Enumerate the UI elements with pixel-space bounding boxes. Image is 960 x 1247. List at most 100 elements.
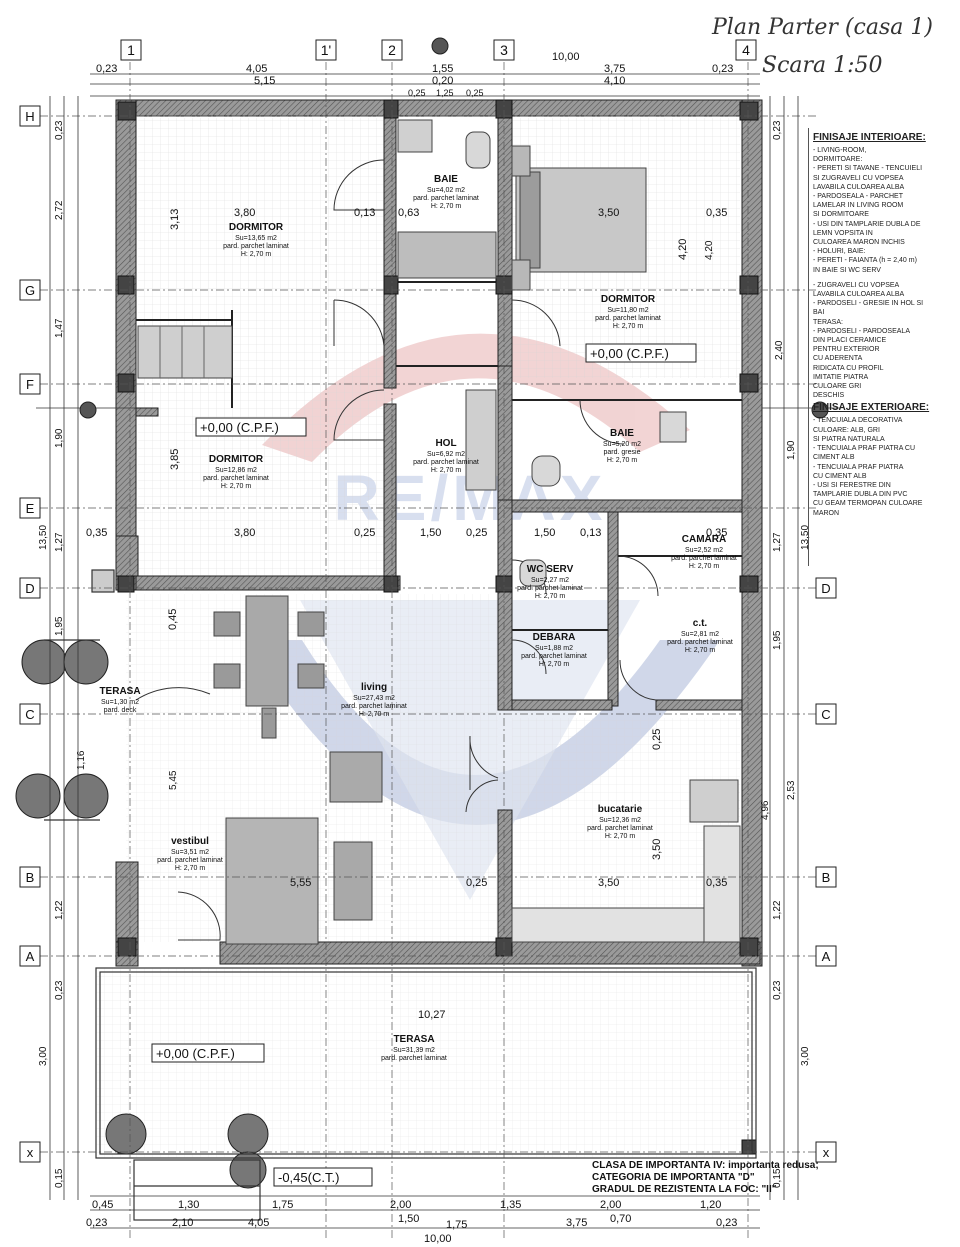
dim-left-8: 1,22 <box>54 900 65 920</box>
room-dormitor-2-floor: pard. parchet laminat <box>595 315 661 322</box>
dim-left-11: 0,15 <box>54 1168 65 1188</box>
axis-label-3: 3 <box>500 42 508 58</box>
room-ct-name: c.t. <box>693 618 708 629</box>
importance-class: CLASA DE IMPORTANTA IV: importanta redus… <box>592 1160 819 1171</box>
dim-left-1: 2,72 <box>54 200 65 220</box>
dim-int-11: 5,55 <box>290 877 311 889</box>
dim-bot2-6: 0,70 <box>610 1213 631 1225</box>
dim-int-13: 3,50 <box>598 877 619 889</box>
dim-top3-1: 1,25 <box>436 88 454 98</box>
interior-finishes-list: - LIVING-ROOM,DORMITOARE:- PERETI SI TAV… <box>813 146 958 400</box>
interior-finish-line: IMITATIE PIATRA <box>813 373 869 381</box>
dim-left-5: 1,95 <box>54 616 65 636</box>
room-labels: DORMITOR Su=13,65 m2 pard. parchet laminat… <box>99 174 736 1062</box>
room-living-area: Su=27,43 m2 <box>353 695 395 702</box>
room-wc-serv-height: H: 2,70 m <box>535 593 566 600</box>
level-marker-2: +0,00 (C.P.F.) <box>590 346 669 361</box>
room-baie-2-floor: pard. gresie <box>604 449 641 456</box>
interior-finish-line: CULOARE GRI <box>813 383 862 391</box>
interior-finish-line: LAVABILA CULOAREA ALBA <box>813 183 905 191</box>
dim-right-1: 4,20 <box>704 240 715 260</box>
dim-left-9: 0,23 <box>54 980 65 1000</box>
stove-icon <box>689 779 739 823</box>
exterior-finish-line: CIMENT ALB <box>813 454 855 462</box>
room-hol-floor: pard. parchet laminat <box>413 459 479 466</box>
dim-bot2-7: 0,23 <box>716 1217 737 1229</box>
axis-labels-horizontal: H G F E D C B A x D C B A x <box>19 105 837 1163</box>
dim-right-3: 1,90 <box>786 440 797 460</box>
axis-label-F: F <box>26 377 34 392</box>
axis-label-1: 1 <box>127 42 135 58</box>
dim-int-4: 0,25 <box>354 527 375 539</box>
right-dimensions: 13,50 0,23 4,20 2,40 1,90 1,27 1,95 2,53… <box>704 120 811 1188</box>
room-vestibul-area: Su=3,51 m2 <box>171 849 209 856</box>
dim-int-14: 0,35 <box>706 877 727 889</box>
room-camara-name: CAMARA <box>682 534 726 545</box>
room-dormitor-1-height: H: 2,70 m <box>241 251 272 258</box>
dim-right-6: 2,53 <box>786 780 797 800</box>
dim-right-10: 3,00 <box>800 1046 811 1066</box>
interior-finish-line: DIN PLACI CERAMICE <box>813 337 887 345</box>
interior-dimensions: 3,80 3,50 0,35 3,80 0,25 1,50 0,25 1,50 … <box>86 207 727 1021</box>
level-marker-1: +0,00 (C.P.F.) <box>200 420 279 435</box>
dim-int-5: 1,50 <box>420 527 441 539</box>
room-terasa-mica-floor: pard. deck <box>104 707 137 714</box>
dim-int-18: 0,45 <box>167 609 179 630</box>
dim-top3-0: 0,25 <box>408 88 426 98</box>
dim-bot2-3: 1,50 <box>398 1213 419 1225</box>
dim-top-4: 3,75 <box>604 63 625 75</box>
interior-finish-line: - PARDOSELI - GRESIE IN HOL SI <box>813 300 924 308</box>
axis-label-1prime: 1' <box>321 42 331 58</box>
dim-top3-2: 0,25 <box>466 88 484 98</box>
exterior-finish-line: CU GEAM TERMOPAN CULOARE <box>813 500 923 508</box>
top-dimensions: 0,23 4,05 1,55 10,00 3,75 0,23 5,15 0,20… <box>96 51 733 98</box>
room-dormitor-3-area: Su=12,86 m2 <box>215 467 257 474</box>
dim-left-0: 0,23 <box>54 120 65 140</box>
interior-finish-line: - PARDOSELI - PARDOSEALA <box>813 327 910 335</box>
section-markers <box>79 37 829 419</box>
furniture <box>137 119 741 945</box>
interior-finish-line: - PERETI SI TAVANE - TENCUIELI <box>813 165 923 173</box>
dim-right-8: 1,22 <box>772 900 783 920</box>
exterior-finish-line: SI PIATRA NATURALA <box>813 435 885 443</box>
room-living-height: H: 2,70 m <box>359 711 390 718</box>
room-debara-name: DEBARA <box>533 632 576 643</box>
room-terasa-mare-area: Su=31,39 m2 <box>393 1047 435 1054</box>
dim-int-6: 0,25 <box>466 527 487 539</box>
plan-scale: Scara 1:50 <box>762 53 883 78</box>
dim-bot-total: 10,00 <box>424 1233 452 1245</box>
dim-int-20: 3,13 <box>169 209 181 230</box>
axis-label-D-right: D <box>821 581 830 596</box>
dim-top2-1: 0,20 <box>432 75 453 87</box>
room-dormitor-2-name: DORMITOR <box>601 294 656 305</box>
room-dormitor-2-height: H: 2,70 m <box>613 323 644 330</box>
dim-left-10: 3,00 <box>38 1046 49 1066</box>
axis-label-A-right: A <box>822 949 831 964</box>
interior-finish-line: DESCHIS <box>813 392 845 400</box>
dim-left-total: 13,50 <box>38 525 49 550</box>
room-terasa-mica-area: Su=1,30 m2 <box>101 699 139 706</box>
axis-label-B-right: B <box>822 870 831 885</box>
dim-right-4: 1,27 <box>772 532 783 552</box>
dim-left-7: 5,45 <box>168 770 179 790</box>
dim-bot2-5: 3,75 <box>566 1217 587 1229</box>
dim-int-23: 3,50 <box>651 839 663 860</box>
dim-int-0: 3,80 <box>234 207 255 219</box>
axis-labels-vertical: 1 1' 2 3 4 <box>120 39 757 61</box>
room-dormitor-2-area: Su=11,80 m2 <box>607 307 648 314</box>
room-dormitor-1-area: Su=13,65 m2 <box>235 235 277 242</box>
room-dormitor-3-height: H: 2,70 m <box>221 483 252 490</box>
room-vestibul-name: vestibul <box>171 836 209 847</box>
title-block: CLASA DE IMPORTANTA IV: importanta redus… <box>592 1160 952 1196</box>
dim-int-9: 0,35 <box>706 527 727 539</box>
dim-bot-5: 2,00 <box>600 1199 621 1211</box>
room-hol-name: HOL <box>435 438 456 449</box>
room-dormitor-3-name: DORMITOR <box>209 454 264 465</box>
exterior-finish-line: TAMPLARIE DUBLA DIN PVC <box>813 491 908 499</box>
room-wc-serv-name: WC SERV <box>527 564 574 575</box>
finishes-legend: FINISAJE INTERIOARE: - LIVING-ROOM,DORMI… <box>808 128 958 566</box>
dim-int-10: 0,35 <box>86 527 107 539</box>
dim-right-2: 2,40 <box>774 340 785 360</box>
